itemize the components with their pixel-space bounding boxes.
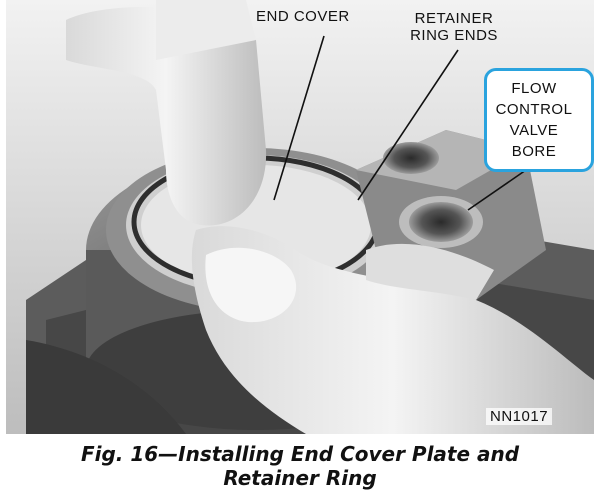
caption-line-1: Fig. 16—Installing End Cover Plate and: [80, 442, 520, 466]
caption-line-2: Retainer Ring: [223, 466, 377, 490]
label-end-cover: END COVER: [256, 8, 350, 25]
label-flow-control-valve-bore: FLOW CONTROL VALVE BORE: [495, 80, 573, 160]
figure-photo: [6, 0, 594, 434]
photo-illustration: [6, 0, 594, 434]
figure-caption: Fig. 16—Installing End Cover Plate and R…: [40, 442, 560, 490]
label-retainer-ring-ends: RETAINER RING ENDS: [410, 10, 498, 44]
figure-code: NN1017: [486, 408, 553, 425]
flow-control-highlight-box: [484, 68, 594, 172]
